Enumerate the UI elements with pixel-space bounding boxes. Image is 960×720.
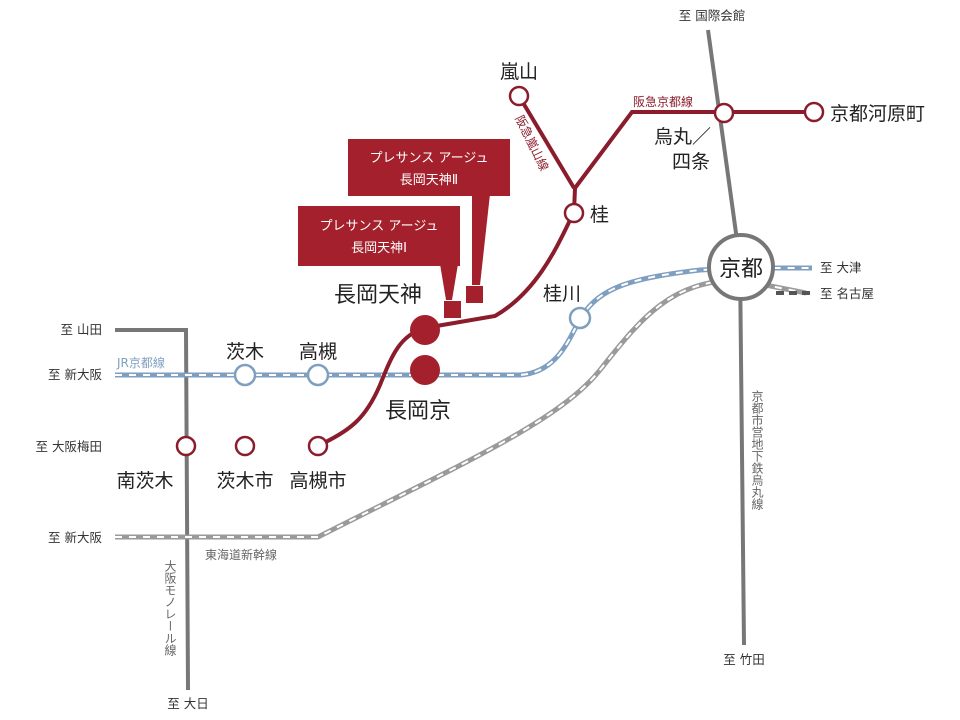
osaka-monorail-line [115,328,190,691]
station-katsura [563,202,585,224]
property-callout-1 [298,206,460,266]
label-katsura: 桂 [590,204,609,226]
property-callout-2 [348,139,510,196]
label-takatsuki: 高槻 [299,341,337,363]
station-takatsuki-shi [307,435,329,457]
label-karasuma-subway: 京都市営地下鉄烏丸線 [750,390,764,510]
label-minami-ibaraki: 南茨木 [116,470,173,492]
label-nagaokakyo: 長岡京 [385,399,451,424]
station-kawaramachi [803,101,825,123]
station-minami-ibaraki [175,435,197,457]
property-2-sub: 長岡天神Ⅱ [400,173,458,188]
station-ibaraki [233,363,257,387]
station-arashiyama [508,85,530,107]
dest-takeda: 至 竹田 [723,652,764,667]
dest-yamada: 至 山田 [61,322,102,337]
station-katsuragawa [568,306,592,330]
dest-dainichi: 至 大日 [167,696,208,711]
label-kawaramachi: 京都河原町 [830,103,925,125]
station-takatsuki [306,363,330,387]
label-ibaraki-shi: 茨木市 [216,470,273,492]
label-shijo: 四条 [672,151,710,173]
label-arashiyama: 嵐山 [500,61,538,83]
dest-shin-osaka-jr: 至 新大阪 [48,367,102,382]
label-takatsuki-shi: 高槻市 [289,470,346,492]
label-katsuragawa: 桂川 [543,283,581,305]
tokaido-shinkansen-line-dash [115,278,807,538]
hankyu-arashiyama-line [517,94,576,190]
dest-shin-osaka-shinkansen: 至 新大阪 [48,530,102,545]
label-tokaido-shinkansen: 東海道新幹線 [205,547,277,562]
label-jr-kyoto-line: JR京都線 [116,355,165,370]
label-kyoto: 京都 [719,257,763,282]
dest-osaka-umeda: 至 大阪梅田 [36,439,102,454]
label-hankyu-kyoto-line: 阪急京都線 [633,94,693,109]
station-ibaraki-shi [234,435,256,457]
property-2-marker [466,286,483,303]
station-kyoto [707,233,775,301]
dest-kokusai-kaikan: 至 国際会館 [679,8,745,23]
dest-nagoya: 至 名古屋 [820,286,874,301]
station-nagaokakyo [410,355,440,385]
station-nagaoka-tenjin [410,315,440,345]
station-karasuma [713,102,735,124]
property-1-sub: 長岡天神Ⅰ [351,241,407,256]
label-karasuma: 烏丸／ [654,126,711,148]
label-osaka-monorail: 大阪モノレール線 [163,560,177,656]
property-1-name: プレサンス アージュ [320,219,439,234]
property-1-marker [444,301,461,318]
label-nagaoka-tenjin: 長岡天神 [334,283,422,308]
tokaido-shinkansen-line [115,277,807,540]
dest-otsu: 至 大津 [820,260,861,275]
property-2-name: プレサンス アージュ [370,151,489,166]
label-ibaraki: 茨木 [226,341,264,363]
callout-pointer-2 [472,194,490,285]
callout-pointer-1 [440,264,458,300]
